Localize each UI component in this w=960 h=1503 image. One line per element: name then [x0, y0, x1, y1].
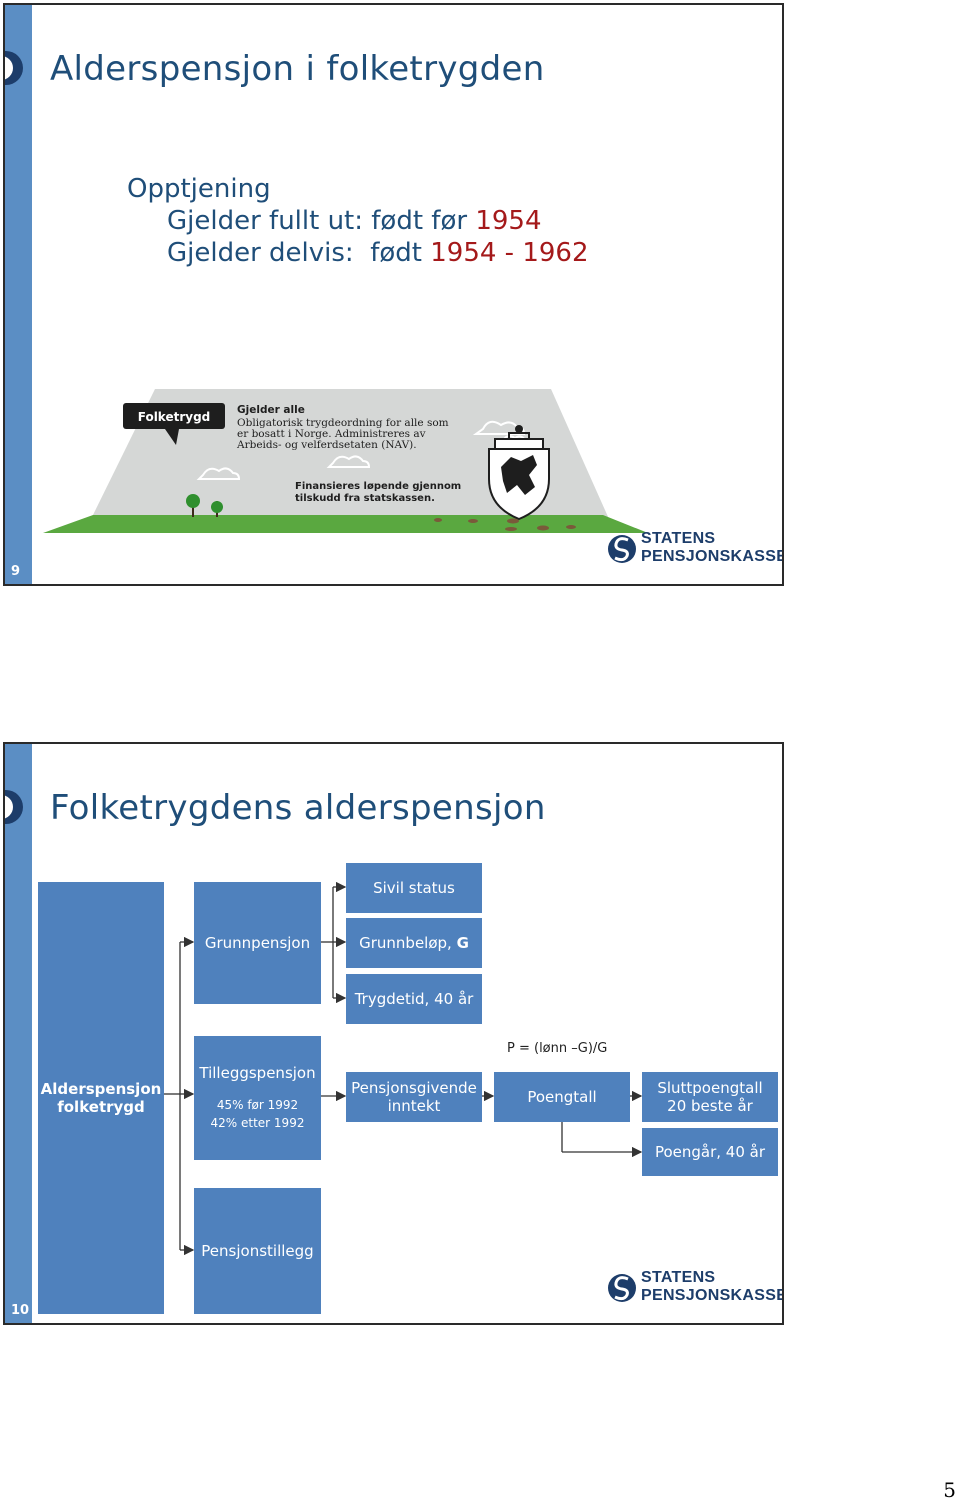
gjelder-alle-heading: Gjelder alle — [237, 404, 305, 416]
box-grunnbelop: Grunnbeløp, G — [346, 918, 482, 968]
illustration-body-2: er bosatt i Norge. Administreres av — [237, 428, 426, 440]
cloud-icon — [196, 420, 527, 480]
slide-number: 10 — [11, 1303, 30, 1318]
box-poengtall: Poengtall — [494, 1072, 630, 1122]
grunnbelop-g: G — [456, 934, 469, 952]
coat-of-arms-icon — [488, 425, 550, 521]
finance-line-1: Finansieres løpende gjennom — [295, 481, 461, 492]
stones — [434, 518, 576, 531]
box-tilleggspensjon: Tilleggspensjon 45% før 1992 42% etter 1… — [194, 1036, 321, 1160]
speech-bubble: Folketrygd — [123, 403, 225, 445]
diagram-connectors — [164, 881, 643, 1256]
spk-logo: STATENS PENSJONSKASSE — [607, 1269, 782, 1309]
box-poengar: Poengår, 40 år — [642, 1128, 778, 1176]
years-range: 1954 - 1962 — [430, 238, 589, 268]
slide-10: Folketrygdens alderspensjon — [3, 742, 784, 1325]
slide-sidebar — [5, 744, 32, 1323]
spk-logo: STATENS PENSJONSKASSE — [607, 530, 782, 570]
tree-icon — [186, 494, 223, 517]
slide-body: Opptjening Gjelder fullt ut: født før 19… — [127, 173, 589, 269]
slide-sidebar — [5, 5, 32, 584]
year-1954: 1954 — [475, 206, 542, 236]
line-fullt-ut: Gjelder fullt ut: født før 1954 — [167, 206, 542, 236]
grass — [43, 515, 648, 533]
box-trygdetid: Trygdetid, 40 år — [346, 974, 482, 1024]
illustration-body-3: Arbeids- og velferdsetaten (NAV). — [236, 439, 417, 451]
slide-number: 9 — [11, 564, 21, 579]
heading-opptjening: Opptjening — [127, 174, 271, 204]
box-sivil-status: Sivil status — [346, 863, 482, 913]
spk-logo-icon — [608, 1274, 636, 1302]
box-pensjonstillegg: Pensjonstillegg — [194, 1188, 321, 1314]
title-bullet-icon — [5, 51, 23, 85]
slide-title: Alderspensjon i folketrygden — [50, 49, 545, 89]
formula-text: P = (lønn –G)/G — [507, 1041, 608, 1056]
spk-logo-icon — [608, 535, 636, 563]
title-bullet-icon — [5, 790, 23, 824]
logo-line-1: STATENS — [641, 530, 716, 547]
box-grunnpensjon: Grunnpensjon — [194, 882, 321, 1004]
bubble-label: Folketrygd — [138, 410, 211, 424]
finance-line-2: tilskudd fra statskassen. — [295, 493, 435, 504]
slide-title: Folketrygdens alderspensjon — [50, 788, 546, 828]
logo-line-1: STATENS — [641, 1269, 716, 1286]
line-delvis: Gjelder delvis: født 1954 - 1962 — [167, 238, 589, 268]
slide-9: Alderspensjon i folketrygden Opptjening … — [3, 3, 784, 586]
illustration-body-1: Obligatorisk trygdeordning for alle som — [237, 417, 449, 429]
logo-line-2: PENSJONSKASSE — [641, 548, 784, 565]
page-number: 5 — [943, 1478, 956, 1502]
folketrygd-illustration: Folketrygd Gjelder alle Obligatorisk try… — [43, 389, 648, 533]
logo-line-2: PENSJONSKASSE — [641, 1287, 784, 1304]
